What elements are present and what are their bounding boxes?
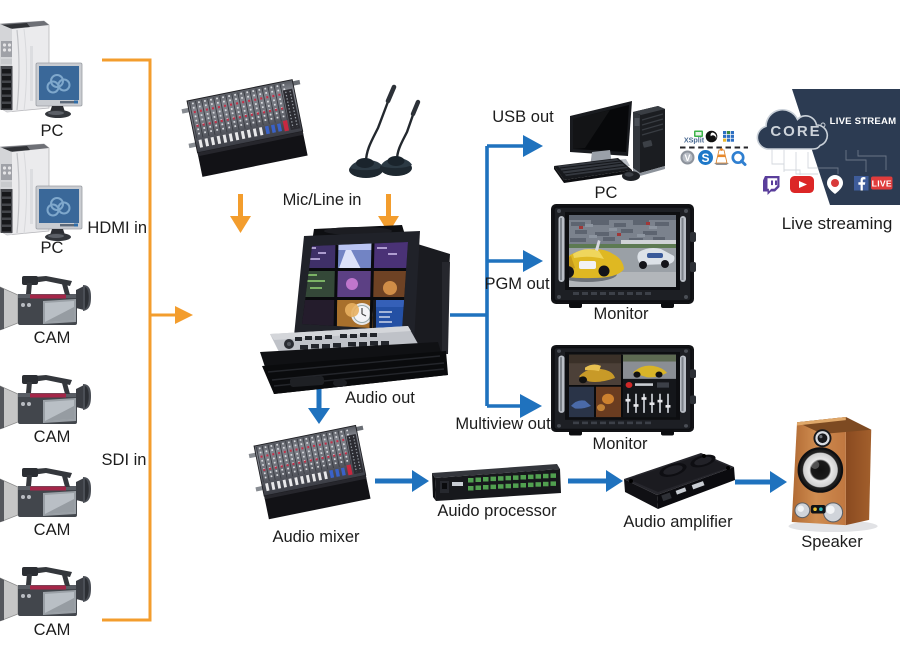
svg-text:Multiview out: Multiview out <box>455 415 551 433</box>
svg-text:CORE: CORE <box>770 123 821 140</box>
svg-text:Monitor: Monitor <box>593 305 649 323</box>
svg-text:XSplit: XSplit <box>684 136 705 145</box>
svg-text:Monitor: Monitor <box>592 435 648 453</box>
svg-text:Speaker: Speaker <box>801 533 863 551</box>
svg-text:PC: PC <box>41 122 64 140</box>
svg-text:PC: PC <box>41 239 64 257</box>
svg-text:CAM: CAM <box>34 521 71 539</box>
svg-text:PC: PC <box>595 184 618 202</box>
svg-text:PGM out: PGM out <box>484 275 550 293</box>
svg-text:Live streaming: Live streaming <box>782 214 893 233</box>
svg-text:LIVE: LIVE <box>872 178 892 188</box>
svg-text:HDMI in: HDMI in <box>87 219 147 237</box>
svg-text:CAM: CAM <box>34 428 71 446</box>
svg-text:USB out: USB out <box>492 108 554 126</box>
svg-text:S: S <box>701 151 709 165</box>
svg-text:Audio mixer: Audio mixer <box>272 528 360 546</box>
svg-text:Audio out: Audio out <box>345 389 415 407</box>
svg-text:Audio amplifier: Audio amplifier <box>623 513 733 531</box>
svg-text:SDI in: SDI in <box>102 451 147 469</box>
svg-text:CAM: CAM <box>34 621 71 639</box>
svg-text:Auido processor: Auido processor <box>437 502 557 520</box>
svg-text:V: V <box>684 153 690 163</box>
svg-text:CAM: CAM <box>34 329 71 347</box>
svg-text:LIVE STREAM: LIVE STREAM <box>830 116 897 127</box>
svg-text:Mic/Line in: Mic/Line in <box>283 191 362 209</box>
